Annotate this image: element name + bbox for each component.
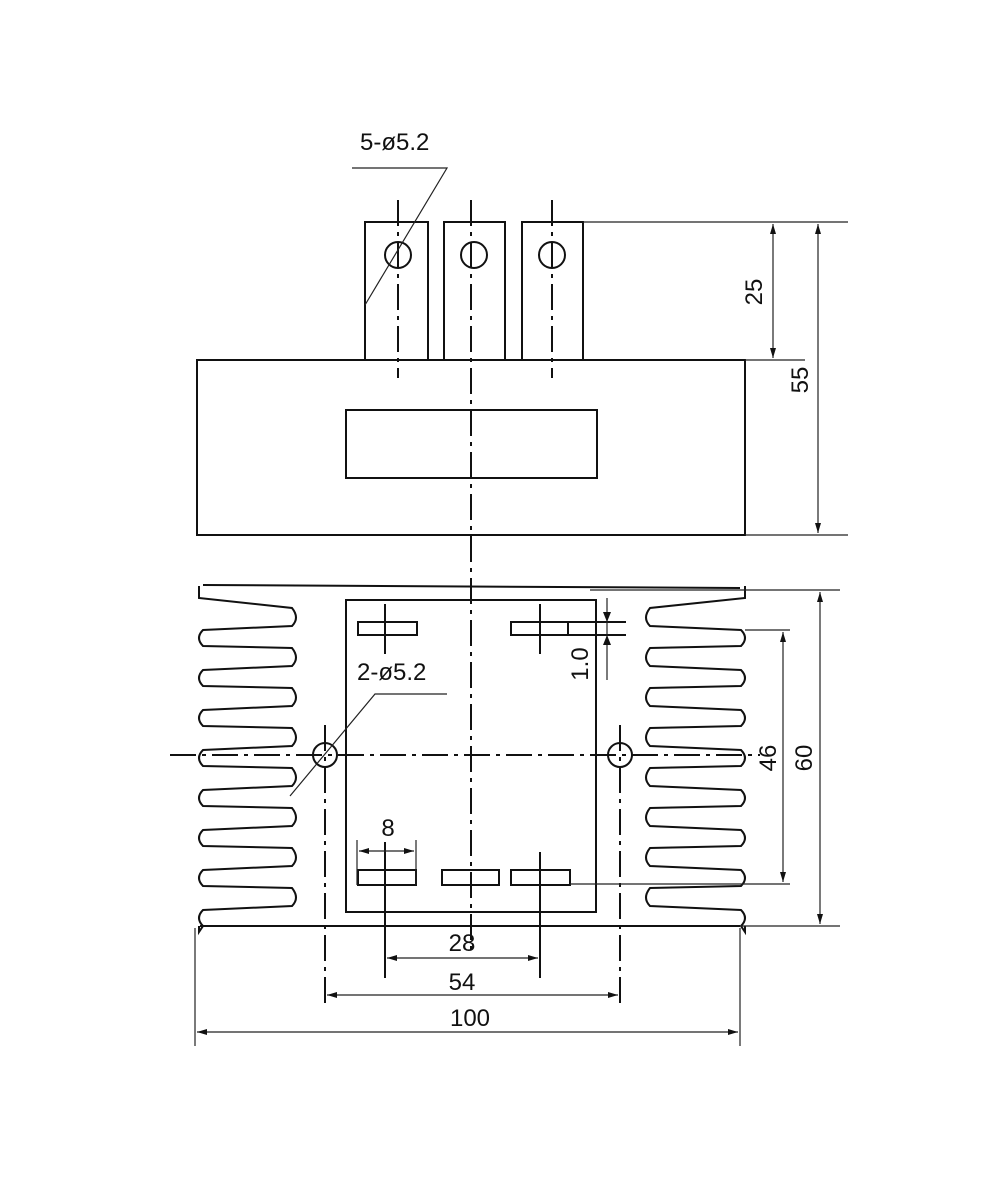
terminal-pad — [357, 869, 417, 886]
heatsink-fins-left — [198, 586, 297, 936]
dim-60-label: 60 — [791, 745, 818, 772]
mount-hole-callout-label: 2-ø5.2 — [357, 659, 426, 686]
hole-callout-leader — [352, 167, 449, 306]
module-body — [196, 359, 746, 536]
dim-8-label: 8 — [381, 815, 394, 842]
dim-28-label: 28 — [449, 930, 476, 957]
top-view: 25 55 5-ø5.2 — [196, 129, 848, 950]
bottom-view: 1.0 2-ø5.2 8 46 60 28 54 100 — [170, 584, 840, 1046]
label-window — [345, 409, 598, 479]
dim-25-label: 25 — [741, 279, 768, 306]
dim-46-label: 46 — [755, 745, 782, 772]
heatsink-fins-right — [645, 586, 746, 936]
terminal-pad — [441, 869, 500, 886]
hole-callout-label: 5-ø5.2 — [360, 129, 429, 156]
heatsink-top-edge — [202, 584, 741, 589]
dimension-arrows — [603, 612, 611, 645]
dim-1-0-label: 1.0 — [567, 647, 594, 680]
dim-54-label: 54 — [449, 969, 476, 996]
mount-hole-callout-leader — [289, 693, 447, 797]
tab-hole-2 — [460, 241, 488, 269]
terminal-pad — [357, 621, 418, 636]
dim-100-label: 100 — [450, 1005, 490, 1032]
dim-55-label: 55 — [787, 367, 814, 394]
